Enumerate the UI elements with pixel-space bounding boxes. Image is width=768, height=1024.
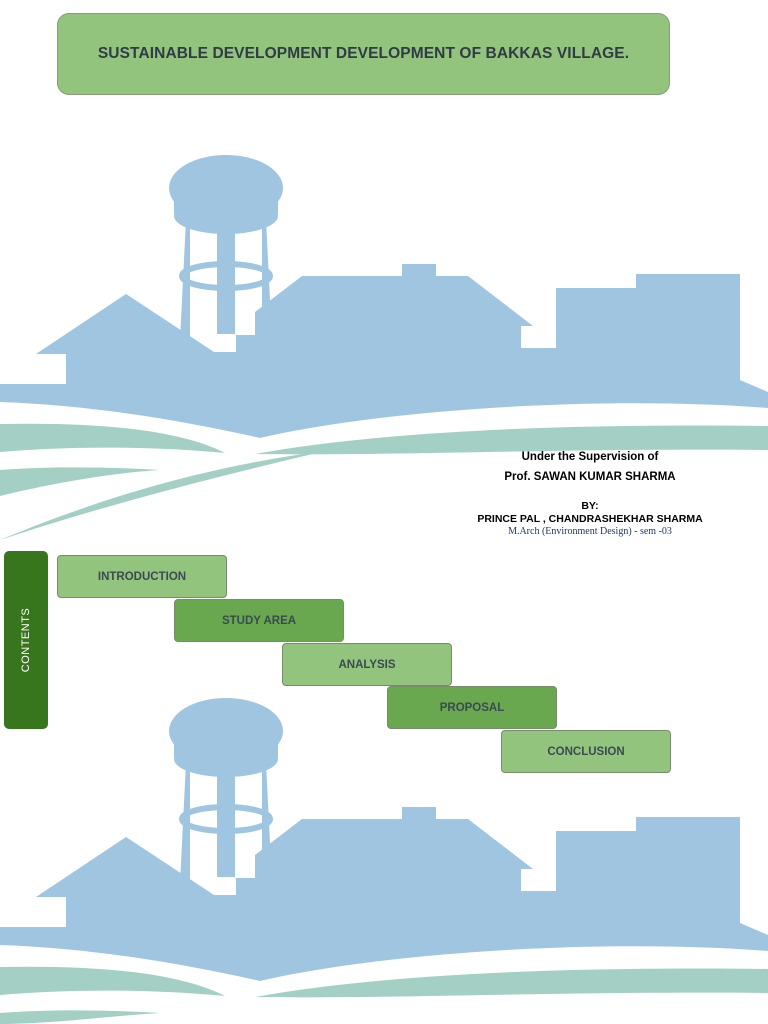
village-silhouette-top [0, 140, 768, 540]
contents-item-introduction[interactable]: INTRODUCTION [57, 555, 227, 598]
supervisor-name: Prof. SAWAN KUMAR SHARMA [504, 471, 676, 483]
contents-item-label: CONCLUSION [547, 745, 625, 758]
contents-item-label: STUDY AREA [221, 614, 297, 627]
contents-label: CONTENTS [20, 607, 32, 673]
contents-item-label: PROPOSAL [439, 701, 505, 714]
village-silhouette-bottom [0, 683, 768, 1024]
title-banner: SUSTAINABLE DEVELOPMENT DEVELOPMENT OF B… [57, 13, 670, 95]
by-label: BY: [581, 500, 599, 512]
supervision-label: Under the Supervision of [521, 451, 659, 463]
contents-item-proposal[interactable]: PROPOSAL [387, 686, 557, 729]
contents-tab: CONTENTS [4, 551, 48, 729]
contents-item-conclusion[interactable]: CONCLUSION [501, 730, 671, 773]
contents-item-label: ANALYSIS [338, 658, 396, 671]
authors: PRINCE PAL , CHANDRASHEKHAR SHARMA [477, 513, 703, 525]
course-info: M.Arch (Environment Design) - sem -03 [508, 526, 672, 537]
page-title: SUSTAINABLE DEVELOPMENT DEVELOPMENT OF B… [97, 45, 630, 62]
contents-item-study-area[interactable]: STUDY AREA [174, 599, 344, 642]
contents-item-analysis[interactable]: ANALYSIS [282, 643, 452, 686]
contents-item-label: INTRODUCTION [97, 570, 187, 583]
